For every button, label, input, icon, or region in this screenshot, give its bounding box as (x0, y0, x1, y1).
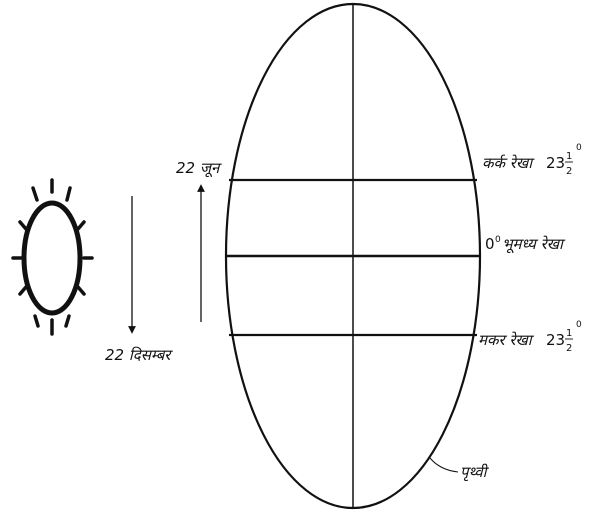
equator-label: भूमध्य रेखा (502, 235, 566, 254)
equator-degree-symbol: 0 (495, 235, 501, 245)
sun-disc (24, 203, 80, 313)
sun-icon (13, 180, 92, 334)
sun-ray (20, 222, 26, 229)
sun-ray (20, 287, 26, 294)
cancer-degree-whole: 23 (546, 154, 565, 172)
earth-globe (226, 4, 480, 508)
sun-ray (67, 188, 70, 200)
tropic-of-capricorn-label: मकर रेखा (478, 331, 535, 349)
capricorn-degree-denominator: 2 (566, 343, 572, 354)
cancer-degree-numerator: 1 (566, 151, 572, 162)
cancer-degree-symbol: 0 (576, 143, 582, 153)
sun-ray (78, 287, 84, 294)
tropic-of-cancer-label: कर्क रेखा (482, 154, 535, 172)
december-label: 22 दिसम्बर (105, 346, 173, 364)
capricorn-degree-symbol: 0 (576, 320, 582, 330)
earth-label-leader (430, 458, 458, 472)
sun-ray (66, 316, 69, 326)
earth-label: पृथ्वी (460, 463, 490, 482)
sun-ray (35, 316, 38, 326)
equator-degree-zero: 0 (485, 235, 495, 253)
capricorn-degree-numerator: 1 (566, 328, 572, 339)
cancer-degree-denominator: 2 (566, 166, 572, 177)
june-label: 22 जून (176, 159, 222, 178)
sun-ray (33, 188, 37, 200)
capricorn-degree-whole: 23 (546, 331, 565, 349)
sun-ray (78, 222, 84, 229)
